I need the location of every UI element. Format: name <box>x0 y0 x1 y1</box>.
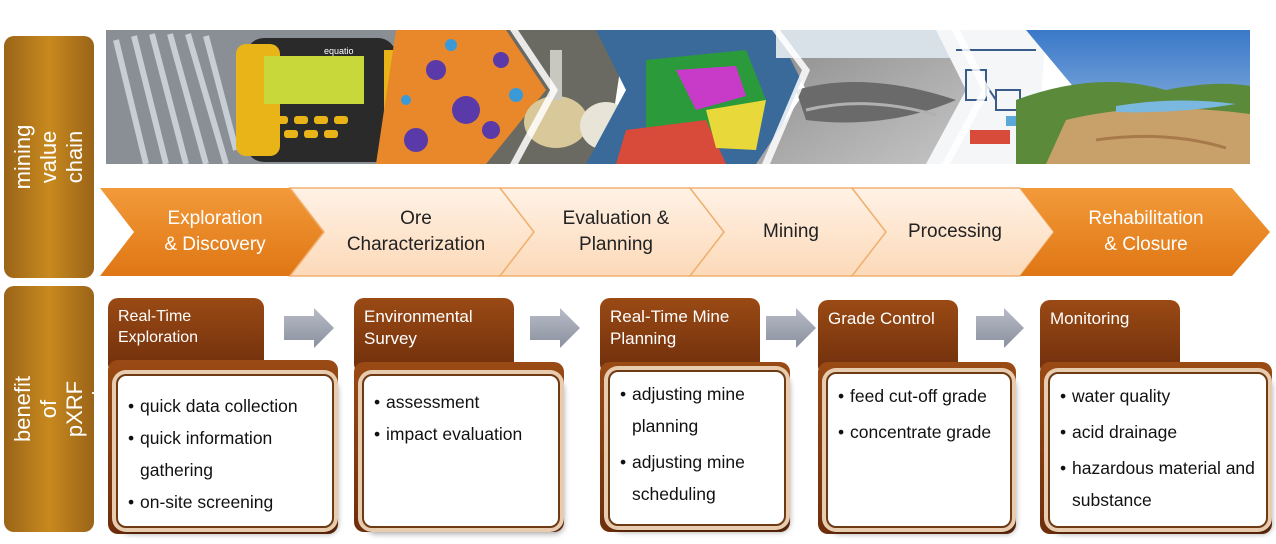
value-chain-side-text: mining value chain <box>10 124 87 190</box>
usage-title: Real-Time Mine Planning <box>610 307 730 348</box>
value-chain-photo-banner: equatio <box>106 30 1250 164</box>
block-model-photo <box>586 30 806 164</box>
arrow-right-icon <box>530 308 580 348</box>
usage-list-item: concentrate grade <box>838 416 1002 448</box>
usage-list-item: adjusting mine scheduling <box>620 446 776 510</box>
usage-list-box: adjusting mine planning adjusting mine s… <box>608 370 786 526</box>
usage-list-box: assessment impact evaluation <box>362 374 560 528</box>
usage-list-item: quick information gathering <box>128 422 332 486</box>
rehabilitated-landscape-photo <box>1016 30 1250 164</box>
arrow-right-icon <box>976 308 1024 348</box>
usage-list-item: hazardous material and substance <box>1060 452 1258 516</box>
usage-title: Real-Time Exploration <box>118 308 199 346</box>
usage-list-item: assessment <box>374 386 558 418</box>
usage-list-item: acid drainage <box>1060 416 1258 448</box>
usage-side-label: usage & benefit of pXRF and pIR <box>0 286 139 532</box>
usage-list-box: water quality acid drainage hazardous ma… <box>1048 372 1268 528</box>
chevron-label-processing: Processing <box>908 221 1002 242</box>
usage-list-box: quick data collection quick information … <box>116 374 334 528</box>
usage-list-item: on-site screening <box>128 486 332 518</box>
chevron-label-exploration: Exploration & Discovery <box>164 208 266 255</box>
usage-list-box: feed cut-off grade concentrate grade <box>826 372 1012 528</box>
usage-card-environmental-survey: Environmental Survey <box>354 298 514 374</box>
value-chain-side-label: mining value chain <box>4 36 94 278</box>
usage-list-item: feed cut-off grade <box>838 380 1002 412</box>
chevron-label-evaluation-planning: Evaluation & Planning <box>562 208 670 255</box>
mineral-map-photo <box>376 30 556 164</box>
usage-title: Grade Control <box>828 309 935 328</box>
chevron-label-ore-characterization: Ore Characterization <box>346 208 486 255</box>
arrow-right-icon <box>284 308 334 348</box>
usage-list-item: adjusting mine planning <box>620 378 776 442</box>
usage-card-real-time-mine-planning: Real-Time Mine Planning <box>600 298 760 374</box>
usage-list-item: impact evaluation <box>374 418 558 450</box>
analyzer-brand-text: equatio <box>324 46 354 56</box>
open-pit-photo <box>756 30 986 164</box>
chevron-label-mining: Mining <box>763 221 819 242</box>
usage-list-item: water quality <box>1060 380 1258 412</box>
arrow-right-icon <box>766 308 816 348</box>
core-samples-and-analyzer-photo: equatio <box>106 30 406 164</box>
chevron-label-rehabilitation: Rehabilitation & Closure <box>1088 208 1204 255</box>
usage-title: Environmental Survey <box>364 307 473 348</box>
usage-title: Monitoring <box>1050 309 1130 328</box>
usage-list-item: quick data collection <box>128 390 332 422</box>
